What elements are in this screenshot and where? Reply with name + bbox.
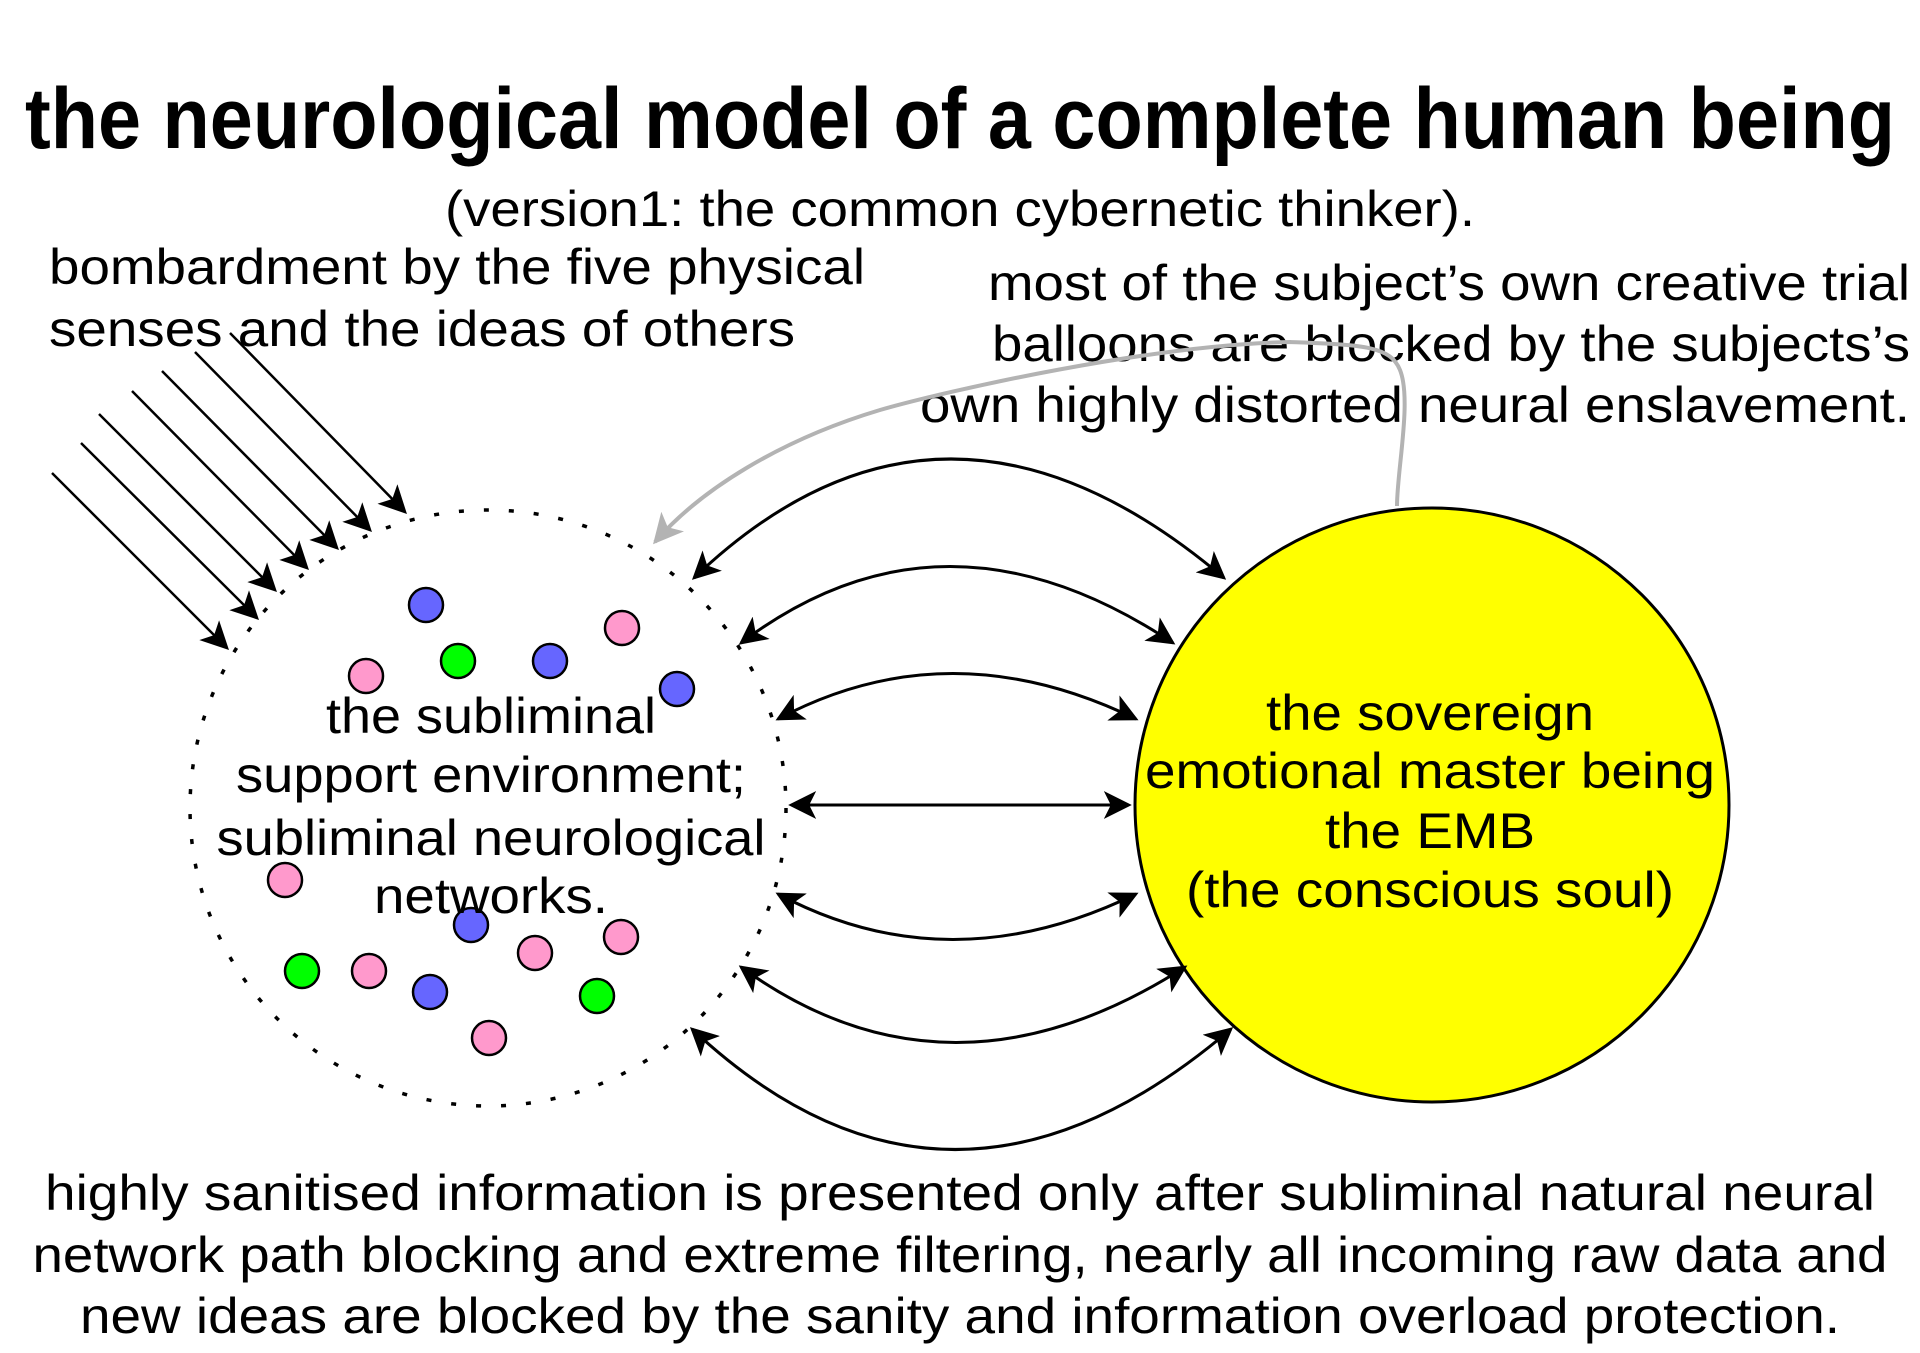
bombardment-arrow xyxy=(229,332,407,515)
emb-label-line: the EMB xyxy=(1325,803,1535,859)
page-title: the neurological model of a complete hum… xyxy=(25,71,1895,167)
emb-node-label: the sovereign emotional master being the… xyxy=(1145,685,1715,918)
neuron-dot-blue xyxy=(407,586,445,624)
subliminal-label-line: support environment; xyxy=(236,747,746,803)
emb-label-line: the sovereign xyxy=(1266,685,1594,741)
caption-line: new ideas are blocked by the sanity and … xyxy=(80,1288,1840,1344)
neuron-dot-pink xyxy=(470,1019,508,1057)
bidirectional-arrow xyxy=(689,1027,1234,1151)
subliminal-node-label: the subliminal support environment; subl… xyxy=(217,688,766,924)
neuron-dot-green xyxy=(578,977,616,1015)
bidirectional-arrow xyxy=(775,672,1139,721)
feedback-arrow xyxy=(653,339,1407,545)
trial-balloons-label-line: most of the subject’s own creative trial xyxy=(988,255,1910,311)
neuron-dot-pink xyxy=(350,952,388,990)
bombardment-label-line: bombardment by the five physical xyxy=(49,239,865,295)
emb-label-line: emotional master being xyxy=(1145,743,1715,799)
bombardment-arrow xyxy=(51,472,229,650)
subliminal-label-line: networks. xyxy=(374,868,608,924)
neuron-dot-blue xyxy=(531,642,569,680)
bombardment-label-line: senses and the ideas of others xyxy=(49,301,795,357)
caption-line: network path blocking and extreme filter… xyxy=(33,1227,1888,1283)
emb-node[interactable] xyxy=(1133,506,1731,1104)
bombardment-label: bombardment by the five physical senses … xyxy=(49,239,865,357)
caption-line: highly sanitised information is presente… xyxy=(45,1165,1875,1221)
subliminal-node-boundary[interactable] xyxy=(188,508,788,1108)
bombardment-arrow xyxy=(131,390,309,570)
bombardment-arrows xyxy=(51,332,407,650)
emb-label-line: (the conscious soul) xyxy=(1186,862,1674,918)
neuron-cluster xyxy=(266,586,696,1057)
neuron-dot-blue xyxy=(411,973,449,1011)
bombardment-arrow xyxy=(161,370,339,550)
neuron-dot-pink xyxy=(516,934,554,972)
bidirectional-arrow xyxy=(738,965,1188,1044)
bidirectional-arrow xyxy=(738,565,1176,645)
neuron-dot-blue xyxy=(658,670,696,708)
subliminal-label-line: subliminal neurological xyxy=(217,810,766,866)
bidirectional-arrows xyxy=(689,457,1234,1151)
neuron-dot-pink xyxy=(602,918,640,956)
neuron-dot-pink xyxy=(347,657,385,695)
page-subtitle: (version1: the common cybernetic thinker… xyxy=(445,181,1475,237)
neuron-dot-green xyxy=(283,952,321,990)
neuron-dot-green xyxy=(439,642,477,680)
trial-balloons-label-line: balloons are blocked by the subjects’s xyxy=(992,316,1910,372)
neuron-dot-pink xyxy=(266,861,304,899)
bombardment-arrow xyxy=(80,442,259,620)
trial-balloons-label: most of the subject’s own creative trial… xyxy=(920,255,1910,433)
caption: highly sanitised information is presente… xyxy=(33,1165,1888,1344)
bombardment-arrow xyxy=(194,351,372,532)
trial-balloons-label-line: own highly distorted neural enslavement. xyxy=(920,377,1910,433)
bidirectional-arrow xyxy=(691,457,1227,580)
neuron-dot-pink xyxy=(603,609,641,647)
subliminal-label-line: the subliminal xyxy=(326,688,656,744)
bombardment-arrow xyxy=(98,413,277,592)
bidirectional-arrow xyxy=(775,892,1139,941)
neuron-dot-blue xyxy=(452,906,490,944)
